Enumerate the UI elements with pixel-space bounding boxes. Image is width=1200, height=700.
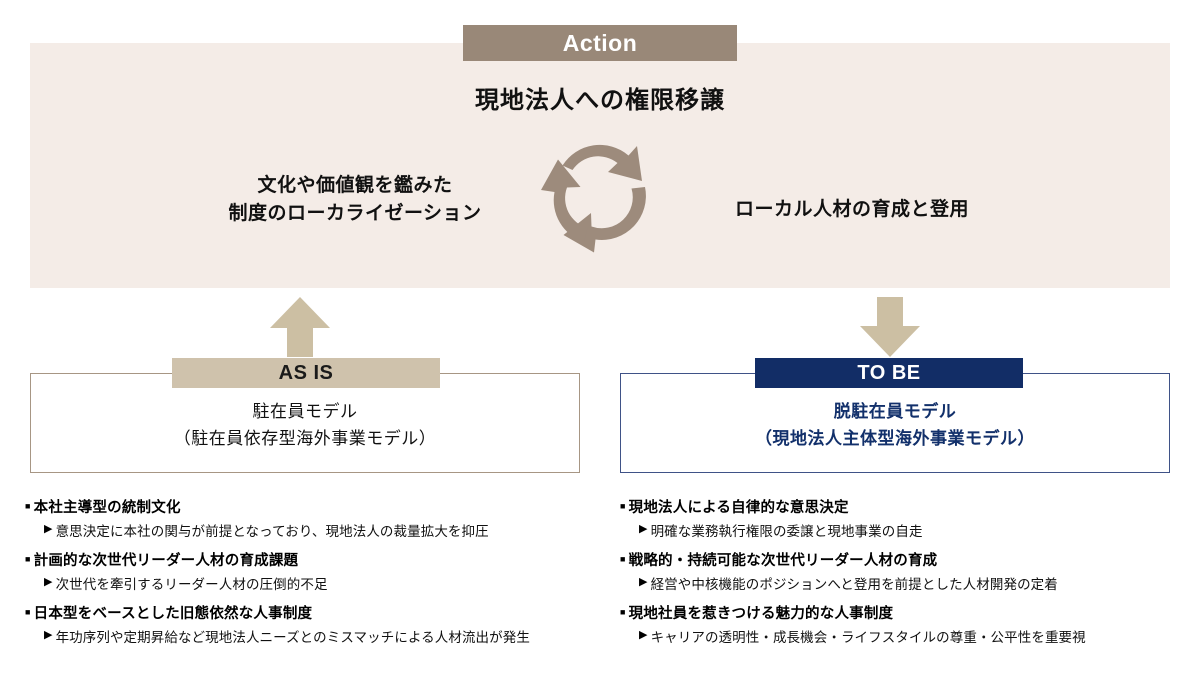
triangle-bullet-icon: ▶: [639, 629, 648, 642]
as-is-body-line2: （駐在員依存型海外事業モデル）: [173, 429, 437, 449]
bullet-detail-text: 経営や中核機能のポジションへと登用を前提とした人材開発の定着: [650, 577, 1058, 593]
bullet-heading-text: 本社主導型の統制文化: [33, 500, 181, 516]
action-header-tab: Action: [463, 25, 737, 61]
bullet-group: ■ 戦略的・持続可能な次世代リーダー人材の育成 ▶ 経営や中核機能のポジションへ…: [620, 551, 1200, 595]
bullet-heading: ■ 計画的な次世代リーダー人材の育成課題: [25, 551, 610, 571]
bullet-detail: ▶ キャリアの透明性・成長機会・ライフスタイルの尊重・公平性を重要視: [639, 628, 1200, 648]
bullet-heading-text: 現地法人による自律的な意思決定: [628, 500, 849, 516]
bullet-heading-text: 現地社員を惹きつける魅力的な人事制度: [628, 605, 894, 622]
square-bullet-icon: ■: [620, 606, 626, 617]
arrow-up-icon: [268, 297, 332, 357]
triangle-bullet-icon: ▶: [44, 629, 53, 642]
bullet-detail: ▶ 年功序列や定期昇給など現地法人ニーズとのミスマッチによる人材流出が発生: [44, 628, 610, 648]
bullet-detail-text: キャリアの透明性・成長機会・ライフスタイルの尊重・公平性を重要視: [650, 630, 1086, 646]
bullet-heading: ■ 現地社員を惹きつける魅力的な人事制度: [620, 604, 1200, 624]
triangle-bullet-icon: ▶: [639, 523, 648, 536]
as-is-bullet-list: ■ 本社主導型の統制文化 ▶ 意思決定に本社の関与が前提となっており、現地法人の…: [25, 498, 610, 657]
to-be-box: [620, 373, 1170, 473]
bullet-heading-text: 戦略的・持続可能な次世代リーダー人材の育成: [628, 552, 938, 569]
to-be-tab-label: TO BE: [857, 361, 921, 384]
bullet-heading-text: 計画的な次世代リーダー人材の育成課題: [33, 552, 299, 569]
triangle-bullet-icon: ▶: [44, 576, 53, 589]
action-panel: [30, 43, 1170, 288]
square-bullet-icon: ■: [620, 501, 626, 511]
bullet-heading: ■ 戦略的・持続可能な次世代リーダー人材の育成: [620, 551, 1200, 571]
bullet-detail: ▶ 明確な業務執行権限の委譲と現地事業の自走: [639, 522, 1200, 542]
square-bullet-icon: ■: [620, 553, 626, 564]
as-is-tab-label: AS IS: [278, 361, 334, 384]
to-be-body: 脱駐在員モデル （現地法人主体型海外事業モデル）: [620, 398, 1170, 452]
bullet-group: ■ 計画的な次世代リーダー人材の育成課題 ▶ 次世代を牽引するリーダー人材の圧倒…: [25, 551, 610, 595]
square-bullet-icon: ■: [25, 501, 31, 511]
bullet-heading: ■ 本社主導型の統制文化: [25, 498, 610, 518]
to-be-body-line1: 脱駐在員モデル: [833, 402, 957, 421]
to-be-body-line2: （現地法人主体型海外事業モデル）: [755, 429, 1035, 449]
as-is-body: 駐在員モデル （駐在員依存型海外事業モデル）: [30, 398, 580, 452]
action-left-text-line1: 文化や価値観を鑑みた: [257, 175, 453, 196]
as-is-tab: AS IS: [172, 358, 440, 388]
action-tab-label: Action: [562, 29, 638, 56]
action-headline: 現地法人への権限移譲: [475, 87, 725, 114]
to-be-bullet-list: ■ 現地法人による自律的な意思決定 ▶ 明確な業務執行権限の委譲と現地事業の自走…: [620, 498, 1200, 657]
bullet-group: ■ 現地社員を惹きつける魅力的な人事制度 ▶ キャリアの透明性・成長機会・ライフ…: [620, 604, 1200, 648]
bullet-heading: ■ 現地法人による自律的な意思決定: [620, 498, 1200, 518]
bullet-detail-text: 意思決定に本社の関与が前提となっており、現地法人の裁量拡大を抑圧: [55, 524, 489, 540]
bullet-heading-text: 日本型をベースとした旧態依然な人事制度: [33, 605, 313, 622]
as-is-box: [30, 373, 580, 473]
bullet-detail-text: 次世代を牽引するリーダー人材の圧倒的不足: [55, 577, 328, 593]
action-right-text: ローカル人材の育成と登用: [734, 199, 969, 220]
bullet-detail: ▶ 経営や中核機能のポジションへと登用を前提とした人材開発の定着: [639, 575, 1200, 595]
bullet-detail-text: 明確な業務執行権限の委譲と現地事業の自走: [650, 524, 923, 540]
circular-cycle-arrow-icon: [532, 133, 668, 257]
bullet-detail-text: 年功序列や定期昇給など現地法人ニーズとのミスマッチによる人材流出が発生: [55, 630, 530, 646]
bullet-group: ■ 日本型をベースとした旧態依然な人事制度 ▶ 年功序列や定期昇給など現地法人ニ…: [25, 604, 610, 648]
bullet-group: ■ 本社主導型の統制文化 ▶ 意思決定に本社の関与が前提となっており、現地法人の…: [25, 498, 610, 542]
triangle-bullet-icon: ▶: [639, 576, 648, 589]
square-bullet-icon: ■: [25, 553, 31, 564]
square-bullet-icon: ■: [25, 606, 31, 617]
bullet-detail: ▶ 意思決定に本社の関与が前提となっており、現地法人の裁量拡大を抑圧: [44, 522, 610, 542]
to-be-tab: TO BE: [755, 358, 1023, 388]
as-is-body-line1: 駐在員モデル: [252, 402, 358, 421]
action-left-text: 文化や価値観を鑑みた 制度のローカライゼーション: [180, 172, 530, 227]
action-left-text-line2: 制度のローカライゼーション: [228, 202, 482, 224]
triangle-bullet-icon: ▶: [44, 523, 53, 536]
bullet-heading: ■ 日本型をベースとした旧態依然な人事制度: [25, 604, 610, 624]
bullet-detail: ▶ 次世代を牽引するリーダー人材の圧倒的不足: [44, 575, 610, 595]
arrow-down-icon: [858, 297, 922, 357]
bullet-group: ■ 現地法人による自律的な意思決定 ▶ 明確な業務執行権限の委譲と現地事業の自走: [620, 498, 1200, 542]
